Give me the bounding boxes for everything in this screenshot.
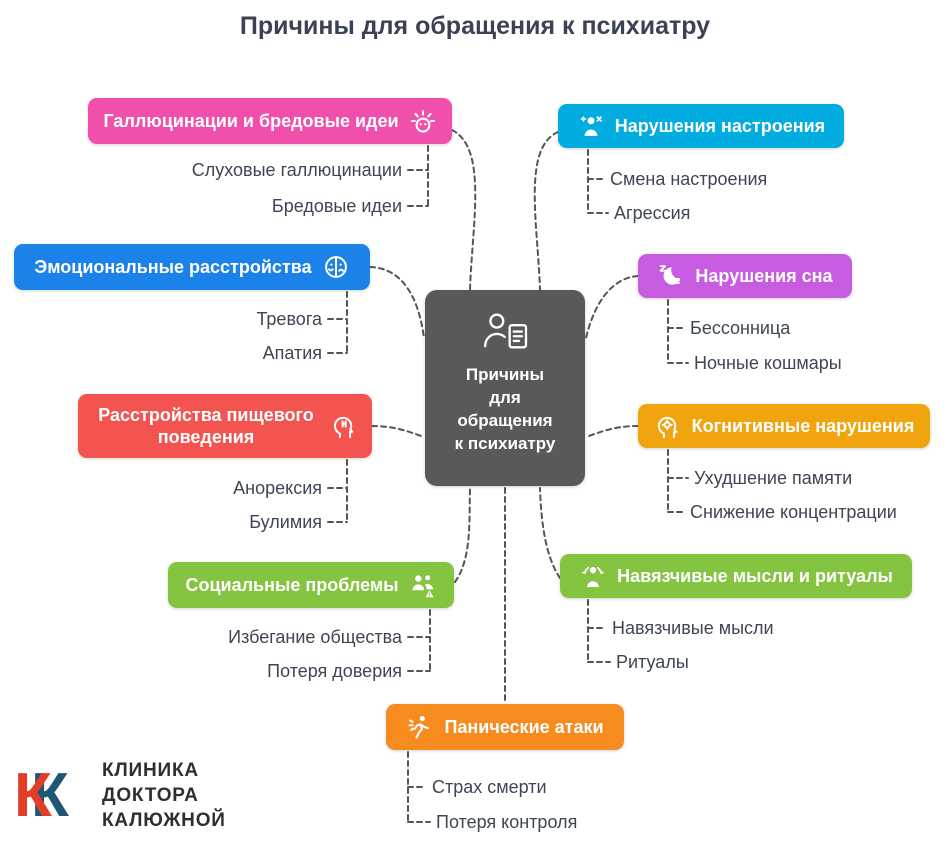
logo-text-line: КАЛЮЖНОЙ [102, 810, 226, 832]
branch-emotional: Эмоциональные расстройства [14, 244, 370, 290]
child-item: Навязчивые мысли [612, 618, 774, 638]
center-title-line: Причины [465, 365, 545, 384]
child-item: Ухудшение памяти [694, 468, 853, 488]
people-warning-icon [409, 571, 437, 599]
head-fork-icon [330, 412, 358, 440]
branch-label: Панические атаки [444, 716, 604, 737]
child-item: Смена настроения [610, 169, 768, 189]
child-item: Тревога [256, 309, 322, 329]
child-item: Апатия [262, 343, 322, 363]
branch-label: Галлюцинации и бредовые идеи [103, 110, 399, 131]
branch-cognitive: Когнитивные нарушения [638, 404, 930, 448]
branch-obsessive: Навязчивые мысли и ритуалы [560, 554, 912, 598]
child-item: Избегание общества [228, 627, 402, 647]
sleep-moon-icon [657, 262, 685, 290]
center-title-line: для [489, 387, 521, 407]
branch-eating: Расстройства пищевого поведения [78, 394, 372, 458]
center-title-line: обращения [457, 410, 553, 430]
child-item: Бредовые идеи [271, 196, 402, 216]
branch-label: Эмоциональные расстройства [34, 256, 312, 277]
running-person-icon [406, 713, 434, 741]
child-item: Анорексия [233, 478, 322, 498]
clinic-logo: К К КЛИНИКА ДОКТОРА КАЛЮЖНОЙ [14, 758, 226, 833]
logo-text-line: КЛИНИКА [102, 760, 199, 781]
child-item: Ритуалы [616, 652, 689, 672]
head-gear-icon [654, 412, 682, 440]
logo-k-mark: К К [14, 759, 88, 833]
child-item: Слуховые галлюцинации [191, 160, 402, 180]
child-item: Бессонница [690, 318, 791, 338]
logo-k-back: К [31, 760, 69, 830]
branch-sleep: Нарушения сна [638, 254, 852, 298]
mood-person-icon [577, 112, 605, 140]
page-title: Причины для обращения к психиатру [239, 12, 711, 40]
logo-k-front: К [14, 760, 52, 830]
child-item: Булимия [249, 512, 322, 532]
child-item: Ночные кошмары [694, 353, 842, 373]
center-title: Причины для обращения к психиатру [455, 364, 556, 456]
branch-label: Нарушения сна [695, 265, 833, 286]
person-report-icon [479, 310, 531, 352]
center-node: Причины для обращения к психиатру [425, 290, 585, 486]
child-item: Потеря контроля [436, 812, 578, 832]
logo-text: КЛИНИКА ДОКТОРА КАЛЮЖНОЙ [102, 758, 226, 833]
branch-label: Социальные проблемы [185, 574, 399, 595]
child-item: Потеря доверия [267, 661, 402, 681]
child-item: Страх смерти [432, 777, 547, 797]
half-happy-sad-face-icon [322, 253, 350, 281]
branch-panic: Панические атаки [386, 704, 624, 750]
branch-label: Навязчивые мысли и ритуалы [617, 565, 893, 586]
person-loop-icon [579, 562, 607, 590]
child-item: Снижение концентрации [690, 502, 897, 522]
exploding-head-icon [409, 107, 437, 135]
branch-hallucinations: Галлюцинации и бредовые идеи [88, 98, 452, 144]
branch-mood: Нарушения настроения [558, 104, 844, 148]
branch-label: Расстройства пищевого поведения [98, 404, 314, 448]
branch-social: Социальные проблемы [168, 562, 454, 608]
logo-text-line: ДОКТОРА [102, 785, 199, 807]
branch-label: Когнитивные нарушения [691, 415, 915, 436]
child-item: Агрессия [614, 203, 691, 223]
center-title-line: к психиатру [454, 433, 556, 453]
branch-label: Нарушения настроения [614, 115, 826, 136]
